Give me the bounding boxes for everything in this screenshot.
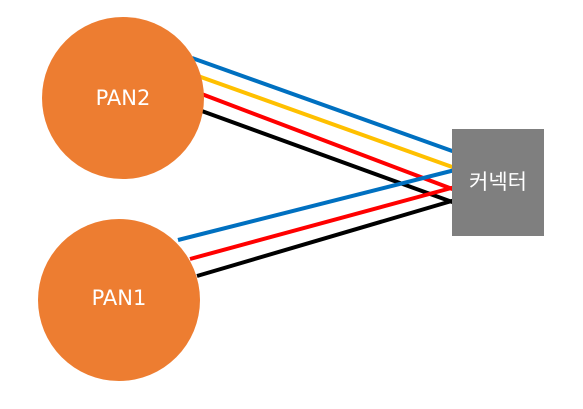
pan2-label: PAN2 xyxy=(96,86,151,110)
pan1-wire-blue xyxy=(177,168,456,242)
connector-label: 커넥터 xyxy=(469,170,527,194)
pan2-wire-black xyxy=(198,108,456,205)
pan1-wires xyxy=(177,168,456,278)
pan1-circle xyxy=(38,219,200,381)
pan2-wire-blue xyxy=(191,56,456,154)
pan1-wire-red xyxy=(189,185,456,261)
pan2-wires xyxy=(191,56,456,205)
pan2-wire-red xyxy=(198,91,456,192)
pan2-circle xyxy=(42,17,204,179)
connector-node: 커넥터 xyxy=(452,129,544,236)
connector-box xyxy=(452,129,544,236)
pan2-node: PAN2 xyxy=(42,17,204,179)
pan1-node: PAN1 xyxy=(38,219,200,381)
pan1-label: PAN1 xyxy=(92,286,147,310)
pan2-wire-yellow xyxy=(197,74,456,170)
pan1-wire-black xyxy=(196,198,456,278)
